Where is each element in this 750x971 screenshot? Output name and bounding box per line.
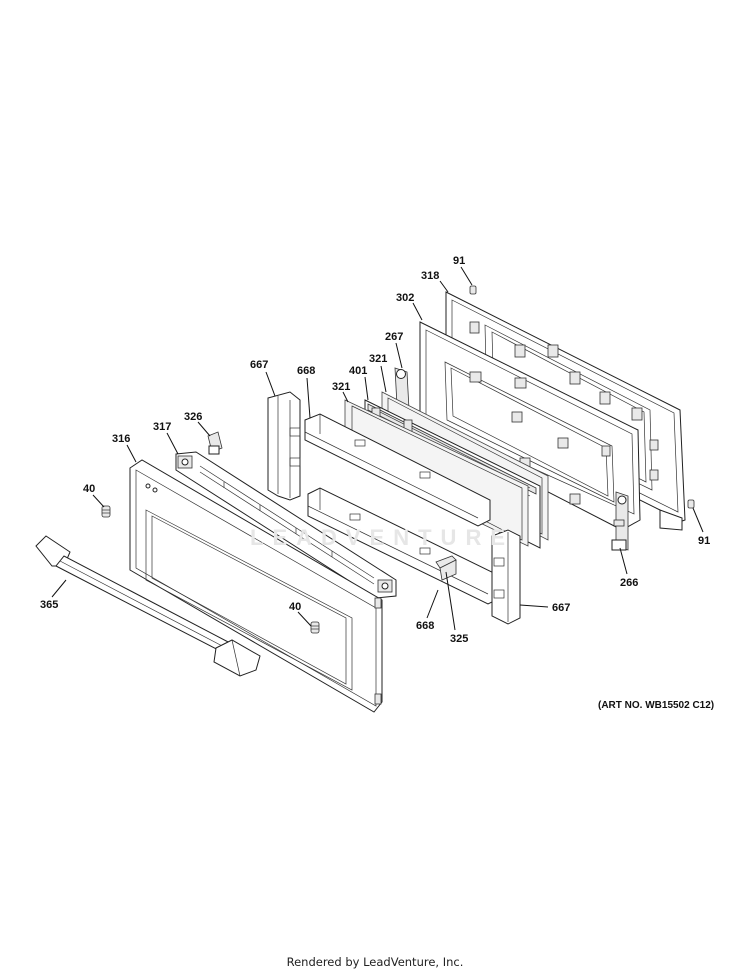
label-668-top: 668 <box>297 365 315 377</box>
label-321-upper: 321 <box>369 353 387 365</box>
part-labels: 91 318 302 267 321 401 321 667 668 326 3… <box>40 255 710 645</box>
insulation-667-left <box>267 391 301 501</box>
label-266: 266 <box>620 577 638 589</box>
hinge-266 <box>611 491 629 551</box>
label-40-left: 40 <box>83 483 95 495</box>
screw-91-right <box>687 499 695 509</box>
door-frame-302 <box>419 321 641 531</box>
leader-lines <box>51 266 704 631</box>
label-91-right: 91 <box>698 535 710 547</box>
screw-40-left <box>101 505 111 518</box>
door-handle-365 <box>35 535 261 677</box>
label-401: 401 <box>349 365 367 377</box>
label-321-lower: 321 <box>332 381 350 393</box>
label-316: 316 <box>112 433 130 445</box>
label-40-right: 40 <box>289 601 301 613</box>
footer-credit: Rendered by LeadVenture, Inc. <box>286 955 464 969</box>
outer-door-panel-316 <box>129 459 383 713</box>
label-318: 318 <box>421 270 439 282</box>
bracket-325 <box>435 555 457 581</box>
label-667-top: 667 <box>250 359 268 371</box>
label-668-bottom: 668 <box>416 620 434 632</box>
insulation-668-upper <box>304 413 491 527</box>
vent-trim-317 <box>175 451 397 599</box>
screw-91-top <box>469 285 477 295</box>
label-365: 365 <box>40 599 58 611</box>
label-267: 267 <box>385 331 403 343</box>
insulation-667-right <box>491 529 521 625</box>
screw-40-right <box>310 621 320 634</box>
label-317: 317 <box>153 421 171 433</box>
label-91-top: 91 <box>453 255 465 267</box>
watermark-text: LEADVENTURE <box>250 525 515 550</box>
label-326: 326 <box>184 411 202 423</box>
label-325: 325 <box>450 633 468 645</box>
art-number: (ART NO. WB15502 C12) <box>598 700 715 711</box>
label-667-bottom: 667 <box>552 602 570 614</box>
label-302: 302 <box>396 292 414 304</box>
clip-326 <box>207 431 223 455</box>
